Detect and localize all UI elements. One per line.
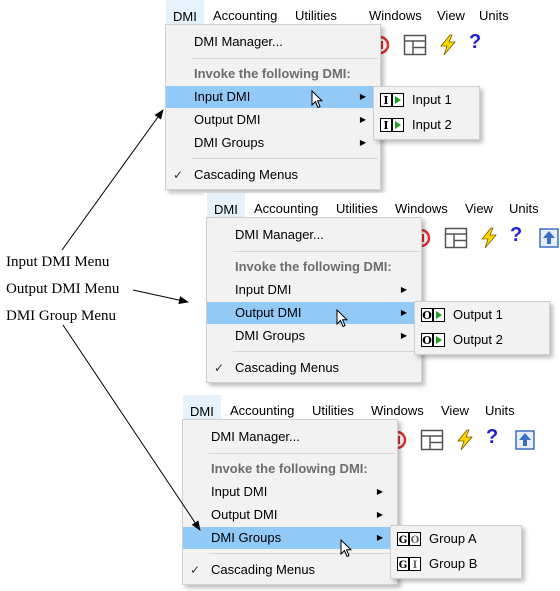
submenu-arrow-icon: ▶ (376, 533, 383, 542)
svg-text:I: I (413, 560, 418, 571)
upload-icon[interactable] (514, 429, 536, 451)
submenu-item-output-2[interactable]: O Output 2 (421, 332, 503, 347)
output-dmi-submenu: O Output 1 O Output 2 (414, 301, 550, 355)
arrow-to-dmi-groups (62, 324, 201, 531)
screenshot-dmi-groups: DMI Accounting Utilities Windows View Un… (180, 395, 560, 591)
submenu-item-input-1[interactable]: I Input 1 (374, 89, 479, 111)
check-icon: ✓ (190, 563, 201, 577)
mouse-cursor-icon (340, 539, 352, 558)
menu-item-dmi-groups[interactable]: DMI Groups▶ (166, 132, 380, 154)
help-icon[interactable]: ? (469, 31, 482, 53)
submenu-arrow-icon: ▶ (400, 331, 407, 340)
menu-separator (192, 58, 378, 59)
screenshot-output-dmi: DMI Accounting Utilities Windows View Un… (204, 193, 560, 383)
menu-utilities[interactable]: Utilities (312, 403, 354, 418)
menu-item-cascading-menus[interactable]: ✓Cascading Menus (166, 164, 380, 186)
svg-text:G: G (399, 535, 408, 546)
screenshot-input-dmi: DMI Accounting Utilities Windows View Un… (163, 0, 560, 190)
svg-text:O: O (411, 535, 420, 546)
submenu-item-input-2[interactable]: I Input 2 (374, 114, 479, 136)
menu-separator (233, 251, 419, 252)
submenu-arrow-icon: ▶ (376, 510, 383, 519)
menu-units[interactable]: Units (479, 8, 509, 23)
arrow-to-output-dmi (132, 289, 189, 304)
menu-separator (192, 158, 378, 159)
annotation-input-dmi-menu: Input DMI Menu (6, 254, 110, 270)
submenu-arrow-icon: ▶ (400, 308, 407, 317)
annotation-dmi-group-menu: DMI Group Menu (6, 308, 116, 324)
menu-item-cascading-menus[interactable]: ✓Cascading Menus (183, 559, 397, 581)
menu-header-invoke: Invoke the following DMI: (211, 461, 368, 476)
submenu-arrow-icon: ▶ (400, 285, 407, 294)
submenu-item-output-1[interactable]: O Output 1 (421, 307, 503, 322)
menu-header-invoke: Invoke the following DMI: (194, 66, 351, 81)
upload-icon[interactable] (538, 227, 560, 249)
menu-item-dmi-manager[interactable]: DMI Manager... (194, 34, 283, 49)
menu-separator (209, 453, 395, 454)
menu-utilities[interactable]: Utilities (295, 8, 337, 23)
menu-item-output-dmi[interactable]: Output DMI▶ (166, 109, 380, 131)
submenu-arrow-icon: ▶ (359, 115, 366, 124)
dmi-dropdown-menu: DMI Manager... Invoke the following DMI:… (165, 24, 381, 190)
help-icon[interactable]: ? (486, 426, 499, 448)
lightning-icon[interactable] (478, 227, 500, 249)
dmi-dropdown-menu: DMI Manager... Invoke the following DMI:… (206, 217, 422, 383)
lightning-icon[interactable] (454, 429, 476, 451)
menu-item-dmi-manager[interactable]: DMI Manager... (235, 227, 324, 242)
help-icon[interactable]: ? (510, 224, 523, 246)
submenu-arrow-icon: ▶ (359, 92, 366, 101)
menu-units[interactable]: Units (485, 403, 515, 418)
output-dmi-icon: O (421, 333, 445, 347)
menu-accounting[interactable]: Accounting (254, 201, 319, 216)
input-dmi-submenu: I Input 1 I Input 2 (373, 86, 480, 140)
mouse-cursor-icon (311, 90, 323, 109)
output-dmi-icon: O (421, 308, 445, 322)
input-dmi-icon: I (380, 118, 404, 132)
lightning-icon[interactable] (437, 34, 459, 56)
svg-text:I: I (383, 94, 388, 107)
check-icon: ✓ (173, 168, 184, 182)
menu-item-input-dmi[interactable]: Input DMI▶ (207, 279, 421, 301)
mouse-cursor-icon (336, 309, 348, 328)
layout-icon[interactable] (403, 34, 427, 56)
menu-separator (233, 351, 419, 352)
arrow-to-input-dmi (61, 109, 164, 251)
menu-item-output-dmi[interactable]: Output DMI▶ (207, 302, 421, 324)
submenu-arrow-icon: ▶ (359, 138, 366, 147)
input-dmi-icon: I (380, 93, 404, 107)
menu-item-dmi-groups[interactable]: DMI Groups▶ (207, 325, 421, 347)
menu-item-cascading-menus[interactable]: ✓Cascading Menus (207, 357, 421, 379)
menu-utilities[interactable]: Utilities (336, 201, 378, 216)
menu-view[interactable]: View (441, 403, 469, 418)
svg-text:I: I (383, 119, 388, 132)
layout-icon[interactable] (444, 227, 468, 249)
menu-item-dmi-manager[interactable]: DMI Manager... (211, 429, 300, 444)
menu-accounting[interactable]: Accounting (230, 403, 295, 418)
menu-header-invoke: Invoke the following DMI: (235, 259, 392, 274)
menu-windows[interactable]: Windows (369, 8, 422, 23)
menu-item-input-dmi[interactable]: Input DMI▶ (166, 86, 380, 108)
layout-icon[interactable] (420, 429, 444, 451)
svg-text:G: G (399, 560, 408, 571)
svg-text:O: O (422, 334, 432, 347)
menu-item-output-dmi[interactable]: Output DMI▶ (183, 504, 397, 526)
submenu-arrow-icon: ▶ (376, 487, 383, 496)
menu-windows[interactable]: Windows (395, 201, 448, 216)
menu-view[interactable]: View (437, 8, 465, 23)
check-icon: ✓ (214, 361, 225, 375)
menu-separator (209, 553, 395, 554)
menu-accounting[interactable]: Accounting (213, 8, 278, 23)
svg-text:O: O (422, 309, 432, 322)
menu-view[interactable]: View (465, 201, 493, 216)
annotation-output-dmi-menu: Output DMI Menu (6, 281, 120, 297)
menu-windows[interactable]: Windows (371, 403, 424, 418)
menu-units[interactable]: Units (509, 201, 539, 216)
menu-item-input-dmi[interactable]: Input DMI▶ (183, 481, 397, 503)
